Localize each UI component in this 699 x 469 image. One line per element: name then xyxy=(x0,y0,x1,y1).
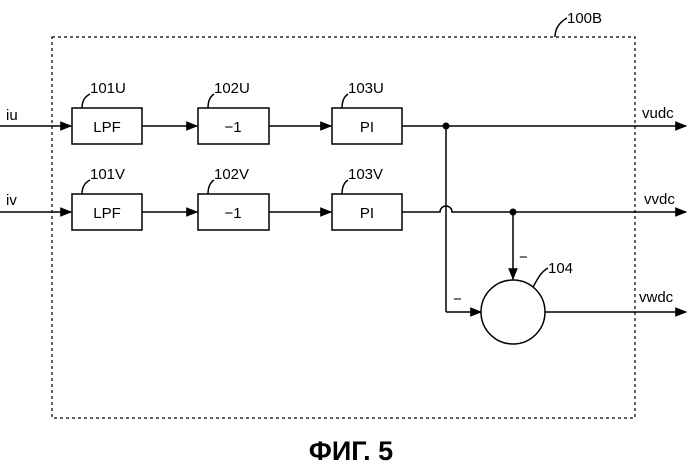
ref-leader-104 xyxy=(533,268,548,287)
input-label-v: iv xyxy=(6,192,17,209)
output-label-u: vudc xyxy=(642,105,674,122)
output-label-v: vvdc xyxy=(644,191,675,208)
adder-sign-top: − xyxy=(519,249,528,266)
ref-leader-101u xyxy=(82,94,90,108)
ref-leader-101v xyxy=(82,180,90,194)
ref-103u: 103U xyxy=(348,80,384,97)
frame-label: 100B xyxy=(567,10,602,27)
block-neg-v-text: −1 xyxy=(224,205,241,222)
ref-102u: 102U xyxy=(214,80,250,97)
block-pi-v-text: PI xyxy=(360,205,374,222)
ref-101v: 101V xyxy=(90,166,125,183)
frame-label-leader xyxy=(555,18,567,37)
block-pi-u-text: PI xyxy=(360,119,374,136)
input-label-u: iu xyxy=(6,107,18,124)
figure-caption: ФИГ. 5 xyxy=(309,436,393,466)
ref-104: 104 xyxy=(548,260,573,277)
block-neg-u-text: −1 xyxy=(224,119,241,136)
ref-101u: 101U xyxy=(90,80,126,97)
ref-103v: 103V xyxy=(348,166,383,183)
adder-104 xyxy=(481,280,545,344)
block-lpf-u-text: LPF xyxy=(93,119,121,136)
output-label-w: vwdc xyxy=(639,289,674,306)
ref-102v: 102V xyxy=(214,166,249,183)
block-lpf-v-text: LPF xyxy=(93,205,121,222)
adder-sign-left: − xyxy=(453,291,462,308)
